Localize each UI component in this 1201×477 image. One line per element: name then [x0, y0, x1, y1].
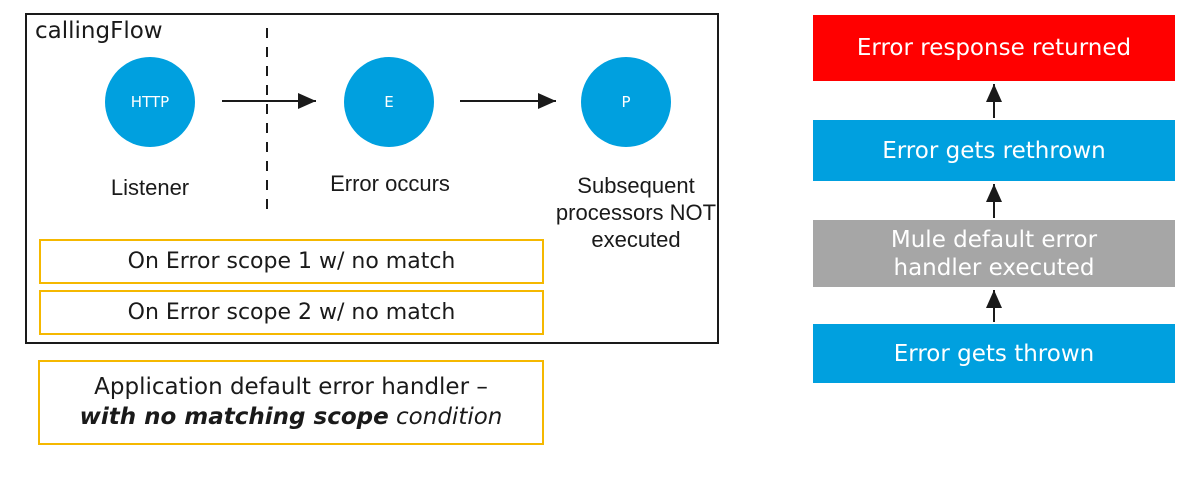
scope-1-label: On Error scope 1 w/ no match [127, 249, 456, 274]
app-handler-line2: with no matching scope condition [40, 402, 542, 432]
on-error-scope-2: On Error scope 2 w/ no match [39, 290, 544, 335]
step-label: Error gets rethrown [882, 137, 1106, 164]
error-node-label: E [384, 93, 394, 111]
http-listener-node: HTTP [105, 57, 195, 147]
flow-name-label: callingFlow [35, 18, 163, 44]
error-node: E [344, 57, 434, 147]
listener-caption: Listener [110, 175, 190, 200]
step-error-response-returned: Error response returned [813, 15, 1175, 81]
on-error-scope-1: On Error scope 1 w/ no match [39, 239, 544, 284]
http-node-label: HTTP [130, 93, 170, 111]
step-label-line: handler executed [893, 254, 1095, 281]
step-label-line: Mule default error [890, 226, 1098, 253]
processor-node-label: P [621, 93, 631, 111]
scope-2-label: On Error scope 2 w/ no match [127, 300, 456, 325]
calling-flow-box [25, 13, 719, 344]
processor-caption-line: Subsequent [577, 173, 695, 198]
processor-caption-line: processors NOT [555, 200, 717, 225]
processor-caption-line: executed [591, 227, 681, 252]
error-occurs-caption: Error occurs [330, 171, 450, 196]
application-default-error-handler: Application default error handler – with… [38, 360, 544, 445]
step-error-thrown: Error gets thrown [813, 324, 1175, 383]
app-handler-line1: Application default error handler – [94, 374, 488, 400]
app-handler-emphasis: with no matching scope [79, 404, 389, 430]
step-label: Error response returned [856, 35, 1132, 61]
step-error-rethrown: Error gets rethrown [813, 120, 1175, 181]
step-mule-default-handler: Mule default error handler executed [813, 220, 1175, 287]
step-label: Error gets thrown [893, 340, 1095, 367]
app-handler-rest: condition [388, 404, 503, 430]
processor-node: P [581, 57, 671, 147]
processor-caption: Subsequent processors NOT executed [551, 172, 721, 253]
